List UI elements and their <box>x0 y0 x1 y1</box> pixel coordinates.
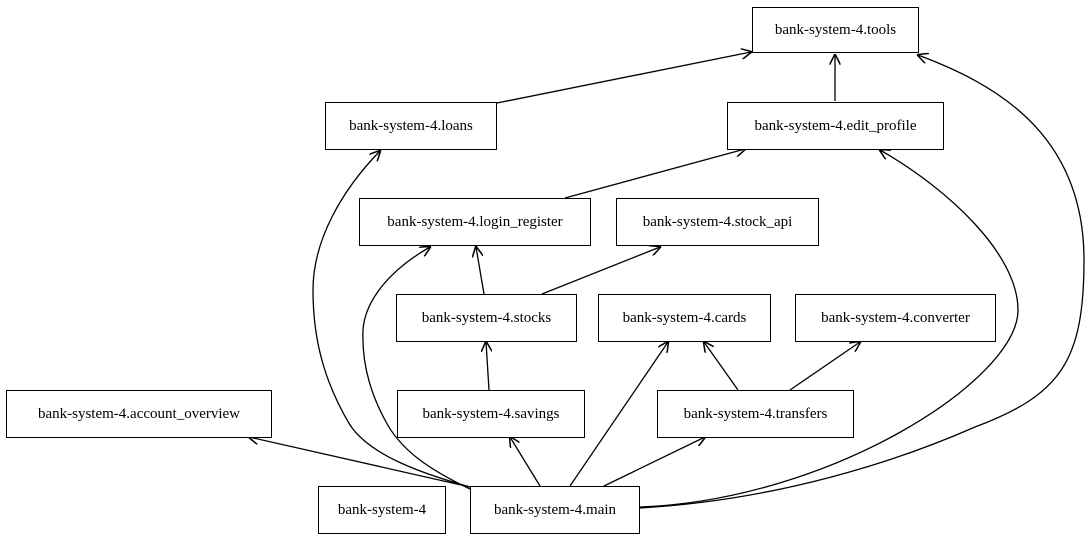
node-label: bank-system-4 <box>337 501 427 518</box>
node-label: bank-system-4.account_overview <box>37 405 241 422</box>
edge-transfers-to-converter <box>789 342 860 391</box>
node-label: bank-system-4.loans <box>349 117 473 134</box>
node-label: bank-system-4.stock_api <box>642 213 793 230</box>
node-label: bank-system-4.transfers <box>683 405 828 422</box>
edge-stocks-to-stock-api <box>541 247 660 295</box>
edge-loans-to-tools <box>496 52 751 104</box>
node-stock-api[interactable]: bank-system-4.stock_api <box>616 198 819 246</box>
node-root[interactable]: bank-system-4 <box>318 486 446 534</box>
edge-main-to-savings <box>510 437 541 487</box>
node-label: bank-system-4.tools <box>774 21 897 38</box>
node-main[interactable]: bank-system-4.main <box>470 486 640 534</box>
edge-savings-to-stocks <box>486 342 489 391</box>
node-label: bank-system-4.edit_profile <box>754 117 917 134</box>
node-label: bank-system-4.cards <box>622 309 747 326</box>
edge-main-to-cards <box>569 342 668 487</box>
node-stocks[interactable]: bank-system-4.stocks <box>396 294 577 342</box>
edge-main-to-loans <box>312 151 471 488</box>
edge-main-to-edit-profile <box>639 150 1019 508</box>
edge-main-to-login-register <box>362 247 471 490</box>
node-loans[interactable]: bank-system-4.loans <box>325 102 497 150</box>
node-label: bank-system-4.stocks <box>421 309 552 326</box>
edge-main-to-account-overview <box>249 437 471 488</box>
edge-transfers-to-cards <box>704 342 739 391</box>
node-transfers[interactable]: bank-system-4.transfers <box>657 390 854 438</box>
node-edit-profile[interactable]: bank-system-4.edit_profile <box>727 102 944 150</box>
node-tools[interactable]: bank-system-4.tools <box>752 7 919 53</box>
edge-main-to-tools <box>639 55 1085 509</box>
node-label: bank-system-4.converter <box>821 309 970 326</box>
node-label: bank-system-4.main <box>493 501 617 518</box>
edge-stocks-to-login-register <box>476 247 485 295</box>
node-label: bank-system-4.savings <box>422 405 560 422</box>
node-savings[interactable]: bank-system-4.savings <box>397 390 585 438</box>
edge-main-to-transfers <box>603 437 705 487</box>
node-label: bank-system-4.login_register <box>387 213 563 230</box>
node-converter[interactable]: bank-system-4.converter <box>795 294 996 342</box>
node-account-overview[interactable]: bank-system-4.account_overview <box>6 390 272 438</box>
node-cards[interactable]: bank-system-4.cards <box>598 294 771 342</box>
node-login-register[interactable]: bank-system-4.login_register <box>359 198 591 246</box>
edge-login-register-to-edit-profile <box>564 149 745 199</box>
